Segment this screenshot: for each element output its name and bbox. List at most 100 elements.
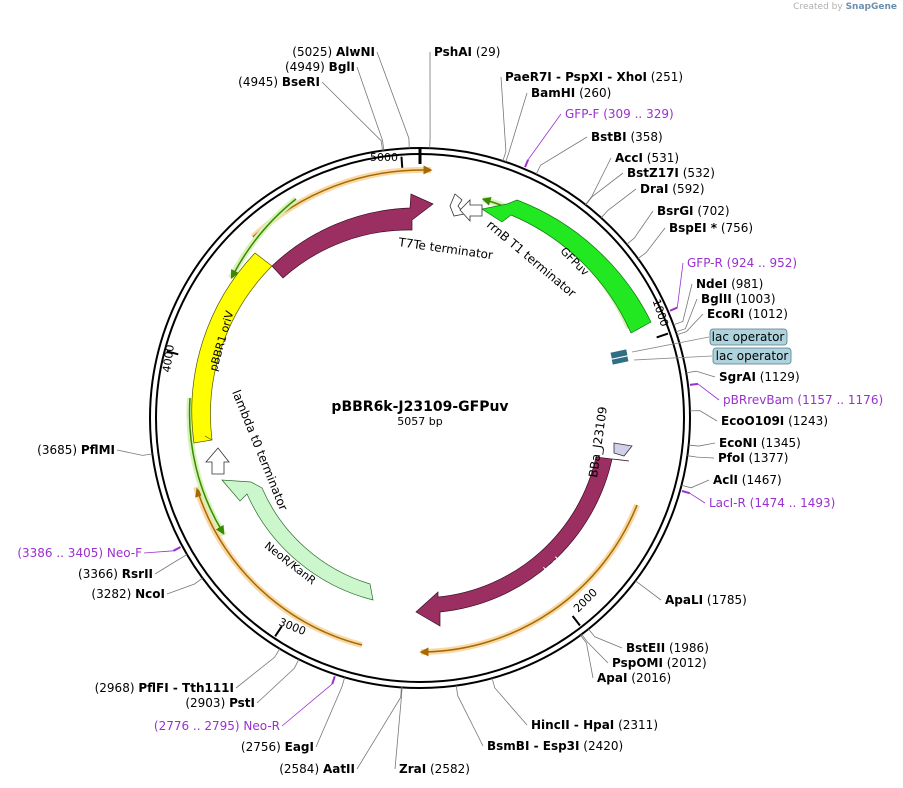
site-leader-pfoi [687,455,715,459]
primer-label-neo-f[interactable]: (3386 .. 3405) Neo-F [17,546,142,560]
site-leader-apai [580,634,594,679]
site-label-alwni[interactable]: (5025) AlwNI [292,45,375,59]
lac-operator-text-2: lac operator [716,349,789,363]
tick-mark [656,332,669,339]
site-leader-eagi [315,677,346,748]
site-leader-bsmbi [455,685,484,747]
lac-operator-mark-2 [611,356,629,365]
lac-operator-text-1: lac operator [712,330,785,344]
site-label-aatii[interactable]: (2584) AatII [279,762,355,776]
feature-neokanr[interactable] [221,479,374,601]
site-label-ecoo109i[interactable]: EcoO109I (1243) [721,414,828,428]
site-leader-bsteii [588,628,623,649]
site-label-apai[interactable]: ApaI (2016) [597,671,671,685]
primer-mark-laci-r [681,490,690,495]
site-leader-ecoo109i [689,410,718,422]
site-leader-bamhi [505,92,528,163]
site-leader-rsrii [154,554,188,575]
site-leader-apali [635,580,662,601]
site-label-bseri[interactable]: (4945) BseRI [238,75,320,89]
site-leader-aatii [356,687,402,770]
site-label-eagi[interactable]: (2756) EagI [241,740,314,754]
site-leader-pspomi [581,634,609,664]
site-label-ndei[interactable]: NdeI (981) [696,277,763,291]
site-label-bsmbi[interactable]: BsmBI - Esp3I (2420) [487,739,623,753]
t7te-terminator-label: T7Te terminator [397,235,494,262]
primer-mark-neo-f [173,546,182,552]
site-leader-pflfi [235,648,281,689]
credit-prefix: Created by [793,2,843,12]
site-leader-bgli [356,66,385,151]
t7te-terminator-icon [449,193,465,217]
orf-arc-neo-green [188,397,225,535]
site-leader-acli [681,479,710,489]
site-label-psti[interactable]: (2903) PstI [185,696,255,710]
site-leader-drai [600,188,637,219]
site-label-acli[interactable]: AclI (1467) [713,473,782,487]
site-leader-alwni [376,51,410,149]
primer-mark-gfp-r [669,306,678,312]
site-label-pflmi[interactable]: (3685) PflMI [37,443,115,457]
site-label-paer7i[interactable]: PaeR7I - PspXI - XhoI (251) [505,70,683,84]
site-label-econi[interactable]: EcoNI (1345) [719,436,801,450]
site-leader-psti [256,659,300,704]
site-label-bspei[interactable]: BspEI * (756) [669,221,753,235]
site-label-pshai[interactable]: PshAI (29) [434,45,500,59]
site-label-bsteii[interactable]: BstEII (1986) [626,641,709,655]
feature-laci[interactable] [415,456,613,627]
site-leader-pflmi [116,449,153,456]
site-label-pfoi[interactable]: PfoI (1377) [718,451,788,465]
site-label-ncoi[interactable]: (3282) NcoI [91,587,165,601]
site-label-bglii[interactable]: BglII (1003) [701,292,776,306]
site-label-drai[interactable]: DraI (592) [640,182,705,196]
primer-label-gfp-r[interactable]: GFP-R (924 .. 952) [687,256,797,270]
site-leader-ndei [673,283,693,326]
site-leader-acci [585,157,612,205]
primer-leader-pbrrevbam [697,383,720,401]
site-label-bgli[interactable]: (4949) BglI [285,60,355,74]
feature-laci-base [611,458,630,462]
tick-mark [400,156,404,169]
features [191,193,652,627]
site-leader-lines [116,51,720,770]
site-leader-bstz17i [585,172,624,206]
site-label-pflfi[interactable]: (2968) PflFI - Tth111I [95,681,234,695]
feature-gfpuv[interactable] [481,199,652,334]
tick-label: 1000 [650,298,671,329]
site-label-bstz17i[interactable]: BstZ17I (532) [627,166,715,180]
primer-leader-laci-r [689,492,706,504]
primer-labels: GFP-F (309 .. 329) GFP-R (924 .. 952) pBRr… [17,107,883,733]
feature-pbbr1-oriv[interactable] [191,252,273,444]
tick-label: 5000 [370,151,398,164]
site-label-apali[interactable]: ApaLI (1785) [665,593,747,607]
site-label-bamhi[interactable]: BamHI (260) [531,86,611,100]
bba-promoter-icon [613,442,633,457]
primer-label-gfp-f[interactable]: GFP-F (309 .. 329) [565,107,674,121]
site-label-bstbi[interactable]: BstBI (358) [591,130,663,144]
lac-operator-leader-1 [631,336,710,353]
site-label-pspomi[interactable]: PspOMI (2012) [612,656,707,670]
lac-operator-box-1: lac operator [709,328,788,346]
tick-mark [166,350,179,356]
tick-mark [571,615,581,627]
plasmid-size: 5057 bp [397,415,442,428]
tick-mark [274,625,283,637]
orf-arc-laci [419,504,638,657]
orf-arc-oriv [230,198,297,279]
site-label-zrai[interactable]: ZraI (2582) [399,762,470,776]
site-label-sgrai[interactable]: SgrAI (1129) [719,370,800,384]
site-label-ecori[interactable]: EcoRI (1012) [707,307,788,321]
primer-label-pbrrevbam[interactable]: pBRrevBam (1157 .. 1176) [723,393,883,407]
site-leader-ncoi [166,577,203,595]
lac-operator-leader-2 [633,355,713,361]
primer-label-laci-r[interactable]: LacI-R (1474 .. 1493) [709,496,835,510]
plasmid-name: pBBR6k-J23109-GFPuv [331,399,508,415]
site-label-bsrgi[interactable]: BsrGI (702) [657,204,730,218]
site-label-rsrii[interactable]: (3366) RsrII [78,567,153,581]
feature-pbbr1-rep[interactable] [271,193,434,279]
site-label-acci[interactable]: AccI (531) [615,151,679,165]
primer-label-neo-r[interactable]: (2776 .. 2795) Neo-R [154,719,280,733]
primer-mark-pbrrevbam [689,382,699,386]
site-label-hincii[interactable]: HincII - HpaI (2311) [531,718,658,732]
site-leader-hincii [491,678,528,726]
